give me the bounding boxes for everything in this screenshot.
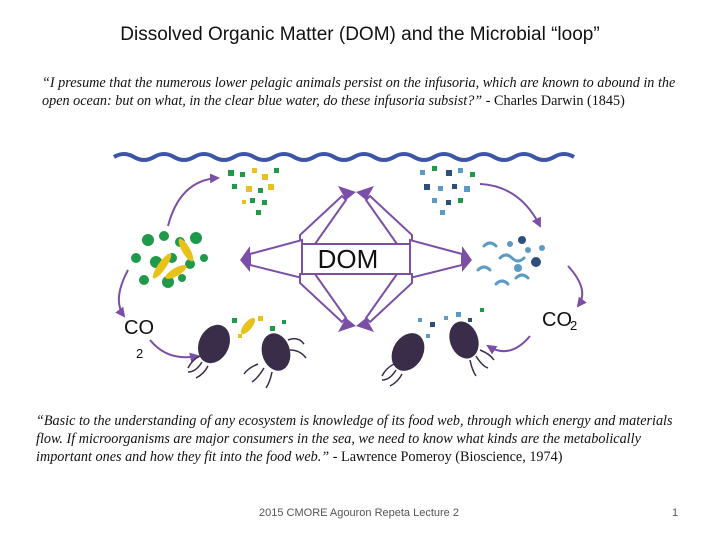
loop-arrow-bottom-right (486, 335, 531, 355)
co2-left-subscript: 2 (136, 346, 143, 361)
loop-arrow-top-right (479, 183, 541, 228)
pomeroy-quote-text: “Basic to the understanding of any ecosy… (36, 413, 673, 465)
loop-arrow-bottom-left (149, 339, 200, 363)
loop-arrow-left-down (115, 269, 129, 318)
loop-arrow-top-left (167, 173, 220, 227)
copepod-group-right (381, 308, 495, 387)
bacteria-group-right (476, 236, 545, 286)
phytoplankton-cluster-top (228, 168, 279, 215)
darwin-attribution: - Charles Darwin (1845) (482, 93, 625, 109)
darwin-quote-text: “I presume that the numerous lower pelag… (42, 75, 676, 109)
bacteria-cluster-top (420, 166, 475, 215)
loop-arrow-right-down (567, 265, 587, 308)
co2-right-subscript: 2 (570, 318, 577, 333)
darwin-quote: “I presume that the numerous lower pelag… (42, 74, 682, 110)
ocean-surface-wave (112, 152, 576, 162)
copepod-group-left (187, 316, 307, 389)
pomeroy-attribution: - Lawrence Pomeroy (Bioscience, 1974) (329, 449, 563, 465)
footer-text: 2015 CMORE Agouron Repeta Lecture 2 (259, 507, 459, 519)
page-number: 1 (672, 507, 679, 519)
co2-right-label: CO (542, 309, 572, 331)
phytoplankton-group-left (131, 231, 208, 288)
dom-label: DOM (318, 244, 379, 274)
co2-left-label: CO (124, 317, 154, 339)
slide-title: Dissolved Organic Matter (DOM) and the M… (120, 24, 600, 45)
microbial-loop-diagram: DOM CO 2 CO 2 (112, 152, 587, 389)
pomeroy-quote: “Basic to the understanding of any ecosy… (36, 412, 686, 466)
